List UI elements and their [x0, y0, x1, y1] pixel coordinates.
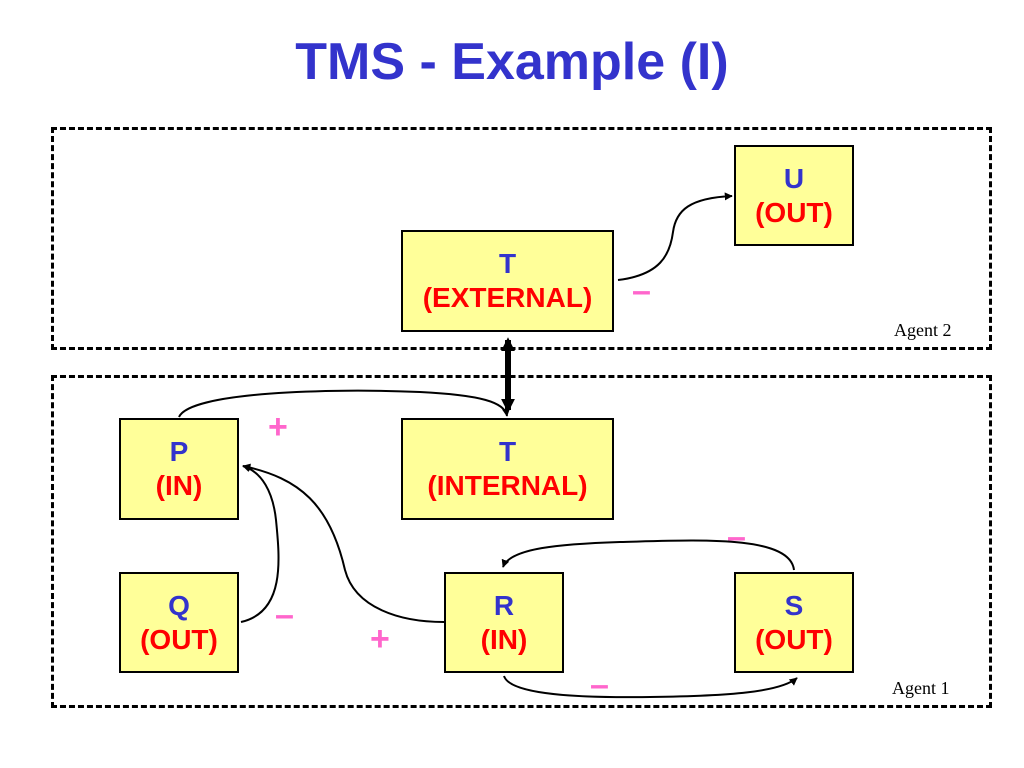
node-p-name: P	[169, 436, 189, 467]
node-t-external: T (EXTERNAL)	[401, 230, 614, 332]
agent1-label: Agent 1	[892, 678, 950, 698]
node-r: R (IN)	[444, 572, 564, 673]
node-t-external-state: (EXTERNAL)	[422, 282, 593, 313]
agent2-region	[51, 127, 992, 350]
sign-minus-r-s: –	[590, 666, 609, 704]
sign-minus-text-u: –	[632, 272, 651, 310]
node-s-name: S	[784, 589, 804, 621]
link-s-to-r	[501, 539, 795, 571]
node-q-state: (OUT)	[140, 623, 218, 655]
node-q-name: Q	[168, 589, 190, 621]
link-q-to-p	[240, 464, 280, 623]
agent2-label: Agent 2	[894, 320, 952, 340]
link-r-to-s	[503, 675, 798, 699]
sign-plus-r-p: +	[370, 620, 390, 658]
sign-plus-p-tint: +	[268, 408, 288, 446]
link-text-to-u	[617, 192, 733, 281]
node-u: U (OUT)	[734, 145, 854, 246]
link-r-to-p	[242, 463, 445, 623]
link-p-to-tint	[178, 389, 510, 418]
node-p-state: (IN)	[155, 470, 203, 501]
node-r-name: R	[493, 589, 515, 621]
agent1-region	[51, 375, 992, 708]
node-r-state: (IN)	[480, 623, 528, 655]
slide-title: TMS - Example (I)	[295, 33, 729, 91]
node-t-external-name: T	[498, 248, 517, 279]
node-u-name: U	[783, 162, 805, 194]
node-t-internal-state: (INTERNAL)	[427, 470, 588, 501]
node-t-internal: T (INTERNAL)	[401, 418, 614, 520]
node-p: P (IN)	[119, 418, 239, 520]
node-s: S (OUT)	[734, 572, 854, 673]
sign-minus-q-p: –	[275, 596, 294, 634]
sign-minus-s-r: –	[727, 518, 746, 556]
node-t-internal-name: T	[498, 436, 517, 467]
node-s-state: (OUT)	[755, 623, 833, 655]
node-q: Q (OUT)	[119, 572, 239, 673]
node-u-state: (OUT)	[755, 196, 833, 228]
